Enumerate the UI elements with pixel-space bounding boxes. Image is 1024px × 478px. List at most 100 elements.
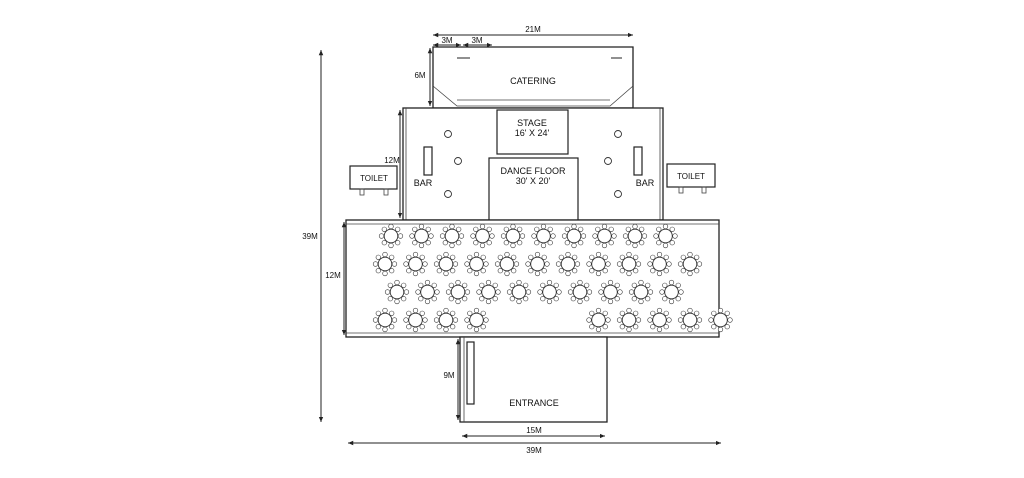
chair xyxy=(467,254,473,260)
chair xyxy=(384,289,391,295)
chair xyxy=(626,307,632,314)
chair xyxy=(595,326,602,333)
chair xyxy=(479,223,486,230)
chair xyxy=(442,226,448,232)
banquet-table xyxy=(647,251,672,277)
chair xyxy=(601,242,608,249)
chair xyxy=(436,324,442,330)
chair xyxy=(509,296,515,302)
chair xyxy=(494,261,501,267)
chair xyxy=(480,254,486,260)
chair xyxy=(564,226,570,232)
banquet-table xyxy=(659,279,684,305)
chair xyxy=(572,254,578,260)
chair xyxy=(418,296,424,302)
chair xyxy=(382,326,388,333)
banquet-table xyxy=(653,223,678,249)
chair xyxy=(663,268,669,274)
banquet-table xyxy=(567,279,593,305)
chair xyxy=(694,324,700,330)
table-top xyxy=(536,228,551,244)
table-top xyxy=(408,256,423,272)
chair xyxy=(633,324,639,330)
banquet-table xyxy=(647,307,672,333)
chair xyxy=(592,233,598,239)
chair xyxy=(389,268,395,274)
chair xyxy=(415,289,421,295)
dim-hall-depth: 12M xyxy=(384,156,400,165)
chair xyxy=(509,282,515,288)
chair xyxy=(439,233,446,239)
chair xyxy=(659,289,665,295)
chair xyxy=(375,254,381,260)
chair xyxy=(650,310,656,316)
chair xyxy=(450,254,456,260)
chair xyxy=(639,240,645,246)
banquet-table xyxy=(531,223,556,249)
banquet-table xyxy=(598,279,623,305)
chair xyxy=(589,254,595,260)
chair xyxy=(387,296,393,302)
chair xyxy=(510,242,516,249)
toilet-right-label: TOILET xyxy=(677,172,705,181)
chair xyxy=(577,298,583,305)
chair xyxy=(418,242,425,249)
chair xyxy=(456,226,462,232)
table-top xyxy=(438,256,454,272)
table-top xyxy=(682,312,698,328)
chair xyxy=(412,226,418,232)
chair xyxy=(687,326,693,333)
chair xyxy=(617,289,623,295)
chair xyxy=(672,233,678,239)
chair xyxy=(577,279,583,286)
chair xyxy=(680,268,686,274)
chair xyxy=(473,251,480,258)
chair xyxy=(570,296,576,302)
chair xyxy=(480,324,486,330)
chair xyxy=(694,268,700,274)
chair xyxy=(504,251,510,258)
chair xyxy=(586,317,592,323)
chair xyxy=(675,282,681,288)
chair xyxy=(419,268,425,274)
banquet-table xyxy=(470,223,495,249)
chair xyxy=(544,261,550,267)
banquet-table xyxy=(372,251,398,277)
banquet-table xyxy=(555,251,581,277)
chair xyxy=(464,317,470,323)
chair xyxy=(382,251,388,258)
chair xyxy=(534,270,541,277)
bar-left: BAR xyxy=(414,146,433,188)
chair xyxy=(540,242,547,249)
chair xyxy=(619,310,625,316)
chair xyxy=(425,226,431,232)
chair xyxy=(602,324,608,330)
chair xyxy=(633,254,639,260)
chair xyxy=(601,223,608,230)
chair xyxy=(479,282,485,288)
chair xyxy=(635,261,642,267)
chair xyxy=(724,310,730,316)
bar-left-label: BAR xyxy=(414,178,433,188)
chair xyxy=(553,282,559,288)
chair xyxy=(687,270,693,277)
chair xyxy=(516,298,522,305)
table-top xyxy=(499,256,515,272)
chair xyxy=(485,298,492,305)
chair xyxy=(638,279,644,286)
entrance-label: ENTRANCE xyxy=(509,398,559,408)
dim-catering-depth: 6M xyxy=(414,71,425,80)
banquet-table xyxy=(561,223,587,249)
chair xyxy=(663,310,669,316)
chair xyxy=(434,289,440,295)
dance-floor-label: DANCE FLOOR xyxy=(500,166,566,176)
cocktail-table xyxy=(454,157,462,165)
banquet-tables xyxy=(372,223,733,333)
chair xyxy=(626,270,632,277)
chair xyxy=(614,296,620,302)
chair xyxy=(378,233,385,239)
chair xyxy=(473,240,479,246)
chair xyxy=(375,324,381,330)
chair xyxy=(372,261,379,267)
chair xyxy=(443,307,449,314)
